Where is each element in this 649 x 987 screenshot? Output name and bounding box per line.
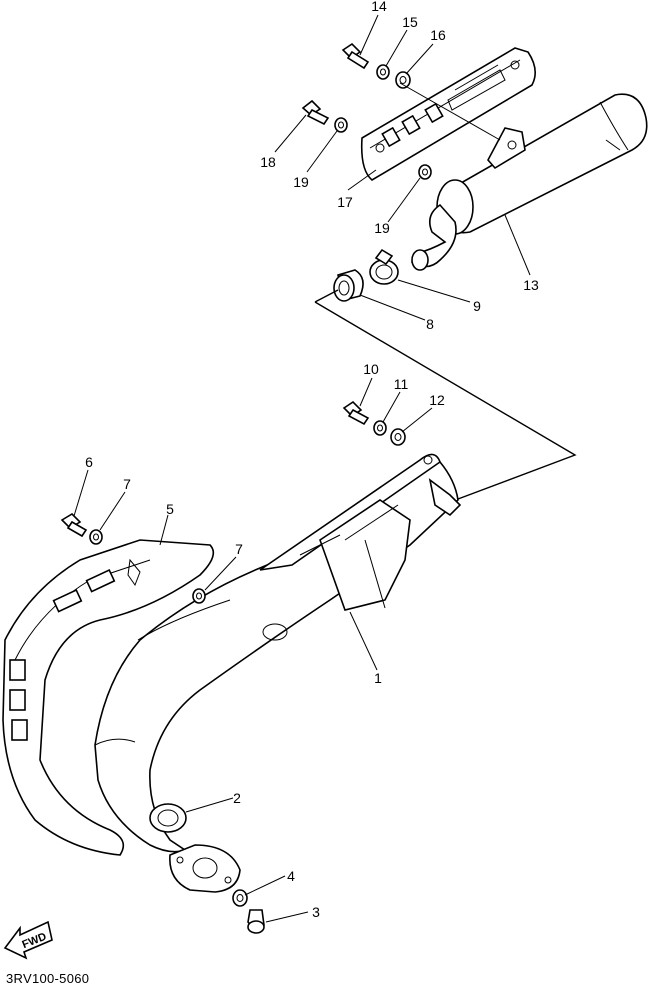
washer-19-upper <box>334 117 348 133</box>
fwd-arrow-icon: FWD <box>3 920 53 960</box>
callout-6: 6 <box>85 454 93 470</box>
callout-14: 14 <box>371 0 387 14</box>
bolt-10 <box>342 400 370 426</box>
bolt-3 <box>247 909 265 934</box>
callout-12: 12 <box>429 392 445 408</box>
callout-7-left: 7 <box>123 476 131 492</box>
joint-8 <box>333 269 364 302</box>
exhaust-pipe <box>94 453 462 853</box>
catalog-code: 3RV100-5060 <box>6 971 89 986</box>
callout-16: 16 <box>430 27 446 43</box>
callout-19-upper: 19 <box>293 174 309 190</box>
muffler <box>410 93 648 271</box>
callout-9: 9 <box>473 298 481 314</box>
gasket-2 <box>149 803 187 833</box>
callout-17: 17 <box>337 194 353 210</box>
muffler-protector <box>360 47 536 181</box>
callout-10: 10 <box>363 361 379 377</box>
callout-18: 18 <box>260 154 276 170</box>
washer-12 <box>390 428 406 446</box>
washer-4 <box>232 889 248 907</box>
washer-19-lower <box>418 164 432 180</box>
exhaust-flange <box>169 844 241 893</box>
callout-7-right: 7 <box>235 541 243 557</box>
leader-lines <box>73 14 531 923</box>
callout-5: 5 <box>166 501 174 517</box>
clamp-9 <box>369 248 399 285</box>
callout-13: 13 <box>523 277 539 293</box>
callout-19-lower: 19 <box>374 220 390 236</box>
callout-2: 2 <box>233 790 241 806</box>
callout-3: 3 <box>312 904 320 920</box>
washer-7-right <box>192 588 206 604</box>
bolt-14 <box>341 42 370 70</box>
washer-7-left <box>89 529 103 545</box>
callout-labels: 1 2 3 4 5 6 7 7 8 9 10 11 12 13 14 15 16… <box>85 0 539 920</box>
pipe-protector <box>2 539 215 856</box>
bolt-18 <box>301 99 330 126</box>
callout-1: 1 <box>374 670 382 686</box>
callout-8: 8 <box>426 316 434 332</box>
washer-16 <box>395 71 411 89</box>
washer-11 <box>373 420 387 436</box>
bolt-6 <box>60 512 88 538</box>
callout-15: 15 <box>402 14 418 30</box>
callout-11: 11 <box>394 376 409 392</box>
washer-15 <box>376 64 390 80</box>
callout-4: 4 <box>287 868 295 884</box>
